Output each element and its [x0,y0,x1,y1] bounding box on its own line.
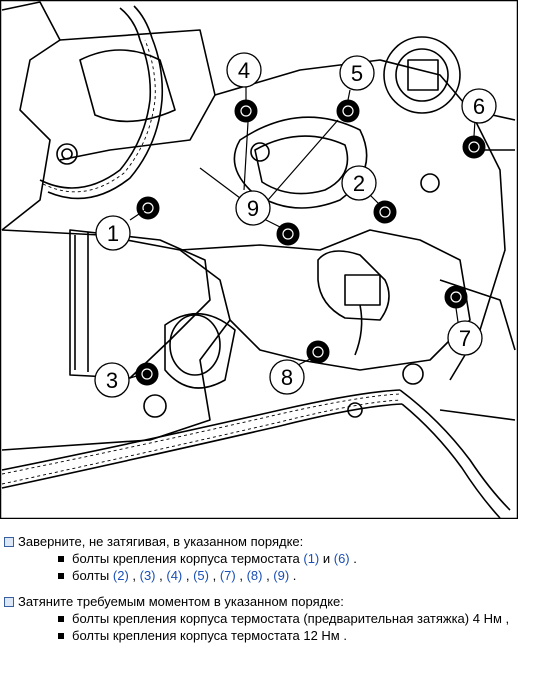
callout-3: 3 [106,368,118,393]
list-item: болты крепления корпуса термостата (пред… [58,610,560,627]
callout-1: 1 [107,221,119,246]
square-bullet-icon [4,536,14,547]
list-item: болты крепления корпуса термостата (1) и… [58,550,560,567]
callout-7: 7 [459,326,471,351]
square-bullet-icon [4,596,14,607]
list-item: болты (2) , (3) , (4) , (5) , (7) , (8) … [58,567,560,584]
instructions: Заверните, не затягивая, в указанном пор… [0,533,560,653]
step-loosely-tighten: Заверните, не затягивая, в указанном пор… [0,533,560,584]
callout-2: 2 [353,171,365,196]
callout-4: 4 [238,58,250,83]
callout-6: 6 [473,94,485,119]
engine-illustration: 1 2 3 4 5 6 7 8 9 [0,0,518,519]
step-title: Затяните требуемым моментом в указанном … [18,594,344,609]
list-item: болты крепления корпуса термостата 12 Нм… [58,627,560,644]
step-title: Заверните, не затягивая, в указанном пор… [18,534,304,549]
callout-8: 8 [281,365,293,390]
callout-5: 5 [351,61,363,86]
step-torque: Затяните требуемым моментом в указанном … [0,593,560,644]
callout-9: 9 [247,196,259,221]
